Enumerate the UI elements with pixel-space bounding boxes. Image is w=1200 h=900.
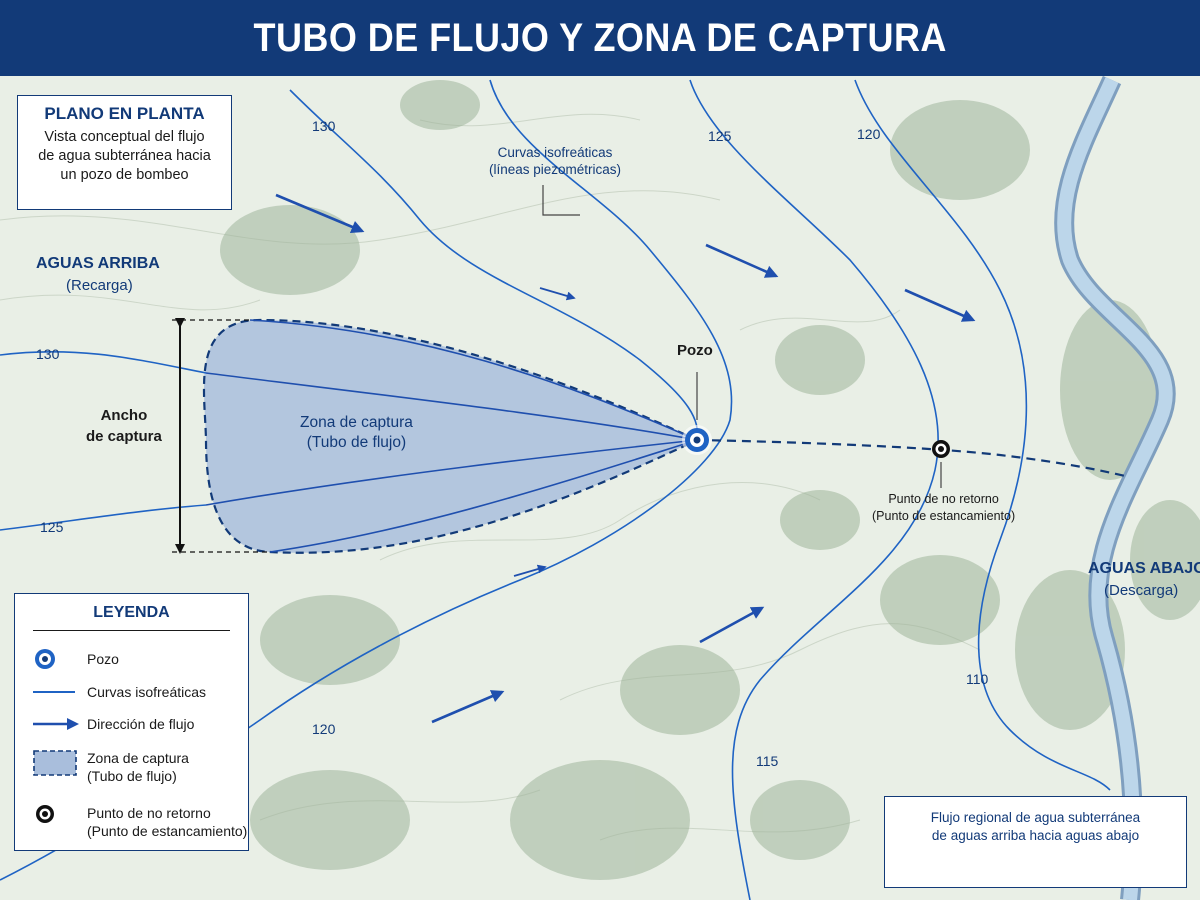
capture-width-dimension <box>172 318 270 554</box>
contour-label-125-top: 125 <box>708 128 732 144</box>
legend-item-isolines: Curvas isofreáticas <box>87 684 207 700</box>
downstream-subtitle: (Descarga) <box>1104 582 1179 599</box>
vegetation-patches <box>220 80 1200 880</box>
legend-item-capture-zone-sub: (Tubo de flujo) <box>87 768 177 784</box>
stagnation-point-marker <box>932 440 950 458</box>
capture-zone-label: Zona de captura (Tubo de flujo) <box>300 413 413 453</box>
legend-item-capture-zone-label: Zona de captura <box>87 750 189 766</box>
stagnation-label-line2: (Punto de estancamiento) <box>872 509 1016 523</box>
well-label: Pozo <box>677 342 713 359</box>
isolines-label-line2: (líneas piezométricas) <box>489 162 622 177</box>
legend-item-flow-direction: Dirección de flujo <box>87 716 195 732</box>
plan-desc-3: un pozo de bombeo <box>60 167 189 183</box>
isolines-label-line1: Curvas isofreáticas <box>497 145 613 160</box>
contour-label-120-bottom: 120 <box>312 721 336 737</box>
downstream-title: AGUAS ABAJO <box>1088 560 1200 577</box>
legend-item-stagnation-label: Punto de no retorno <box>87 805 211 821</box>
contour-label-125-left: 125 <box>40 519 64 535</box>
stagnation-label-line1: Punto de no retorno <box>888 492 999 506</box>
dividing-streamline <box>696 438 1126 478</box>
contour-flow-arrows <box>513 287 576 577</box>
capture-zone-icon <box>33 750 77 776</box>
legend-item-capture-zone: Zona de captura (Tubo de flujo) <box>87 749 189 785</box>
contour-label-130-top: 130 <box>312 118 336 134</box>
isoline-icon <box>33 691 75 693</box>
well-marker <box>682 425 712 455</box>
isolines-label: Curvas isofreáticas (líneas piezométrica… <box>489 144 621 178</box>
contour-label-120-top: 120 <box>857 126 881 142</box>
stagnation-point-icon <box>36 805 54 823</box>
legend-divider <box>33 630 230 631</box>
capture-flow-lines <box>205 319 698 553</box>
plan-heading: PLANO EN PLANTA <box>44 104 205 123</box>
regional-flow-line1: Flujo regional de agua subterránea <box>930 810 1141 825</box>
capture-width-label-line2: de captura <box>86 428 162 445</box>
stagnation-label: Punto de no retorno (Punto de estancamie… <box>872 491 1015 525</box>
legend-item-well: Pozo <box>87 651 119 667</box>
flow-arrow-icon <box>33 718 79 730</box>
plan-desc-1: Vista conceptual del flujo <box>44 129 205 145</box>
legend-item-stagnation: Punto de no retorno (Punto de estancamie… <box>87 804 247 840</box>
contour-label-115: 115 <box>756 753 779 769</box>
contour-label-130-left: 130 <box>36 346 60 362</box>
upstream-title: AGUAS ARRIBA <box>36 255 160 272</box>
plan-view-box: PLANO EN PLANTA Vista conceptual del flu… <box>17 95 232 210</box>
title-bar: TUBO DE FLUJO Y ZONA DE CAPTURA <box>0 0 1200 76</box>
contour-label-110: 110 <box>966 671 989 687</box>
legend-title: LEYENDA <box>93 604 170 621</box>
upstream-subtitle: (Recarga) <box>66 277 133 294</box>
capture-zone-label-line1: Zona de captura <box>300 414 413 431</box>
legend-item-stagnation-sub: (Punto de estancamiento) <box>87 823 248 839</box>
regional-flow-line2: de aguas arriba hacia aguas abajo <box>931 828 1140 843</box>
flow-direction-arrows <box>275 193 976 724</box>
capture-zone <box>202 318 700 554</box>
river-water <box>1057 77 1173 900</box>
capture-width-label-line1: Ancho <box>100 407 148 424</box>
page-title: TUBO DE FLUJO Y ZONA DE CAPTURA <box>253 15 947 60</box>
well-icon <box>35 649 55 669</box>
pointer-lines <box>542 185 942 488</box>
plan-desc-2: de agua subterránea hacia <box>38 148 211 164</box>
capture-width-label: Ancho de captura <box>86 405 162 447</box>
regional-flow-box: Flujo regional de agua subterránea de ag… <box>884 796 1187 888</box>
capture-zone-label-line2: (Tubo de flujo) <box>306 434 407 451</box>
legend-box: LEYENDA Pozo Curvas isofreáticas Direcci… <box>14 593 249 851</box>
